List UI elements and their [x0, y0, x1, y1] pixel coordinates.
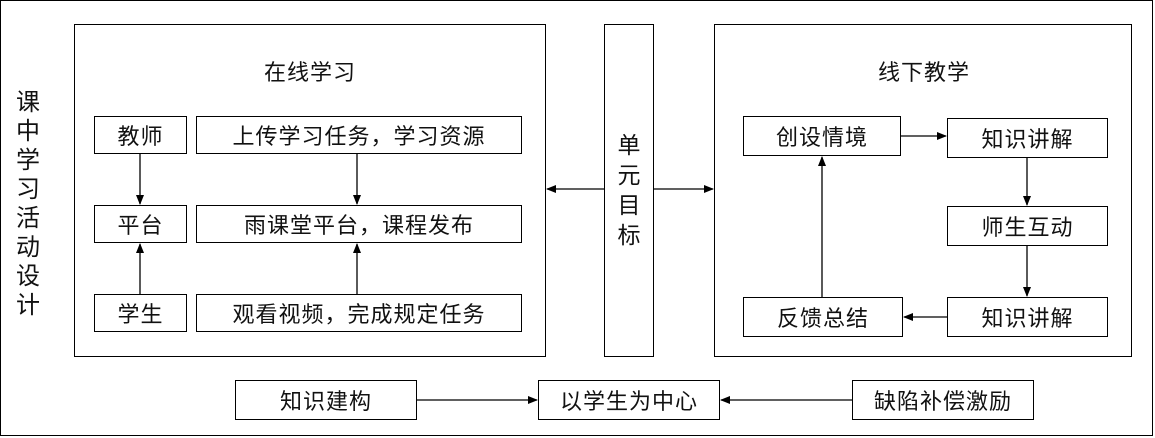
teacher-student-interaction-node: 师生互动 [947, 206, 1108, 246]
watch-video-node: 观看视频，完成规定任务 [196, 294, 522, 332]
knowledge-explain-node-2: 知识讲解 [947, 297, 1108, 337]
side-label: 课 中 学 习 活 动 设 计 [13, 88, 43, 320]
knowledge-explain-node-1: 知识讲解 [947, 118, 1108, 158]
student-centered-node: 以学生为中心 [538, 380, 720, 420]
side-label-char: 中 [16, 117, 40, 145]
feedback-summary-node: 反馈总结 [743, 297, 903, 337]
side-label-char: 习 [16, 175, 40, 203]
offline-teaching-title: 线下教学 [877, 61, 970, 86]
platform-node: 平台 [94, 205, 187, 243]
side-label-char: 活 [16, 204, 40, 232]
online-learning-title: 在线学习 [263, 61, 356, 86]
side-label-char: 课 [16, 88, 40, 116]
create-scene-node: 创设情境 [743, 116, 901, 156]
unit-goal-char: 元 [617, 162, 641, 189]
side-label-char: 计 [16, 291, 40, 319]
side-label-char: 动 [16, 233, 40, 261]
side-label-char: 设 [16, 262, 40, 290]
upload-task-node: 上传学习任务，学习资源 [196, 116, 522, 154]
rain-classroom-node: 雨课堂平台，课程发布 [196, 205, 522, 243]
unit-goal-char: 目 [617, 192, 641, 219]
student-node: 学生 [94, 294, 187, 332]
teacher-node: 教师 [94, 116, 187, 154]
unit-goal-char: 单 [617, 132, 641, 159]
knowledge-construction-node: 知识建构 [235, 380, 417, 420]
unit-goal-char: 标 [617, 222, 641, 249]
deficit-compensation-incentive-node: 缺陷补偿激励 [852, 380, 1034, 420]
unit-goal-box: 单 元 目 标 [604, 24, 654, 357]
side-label-char: 学 [16, 146, 40, 174]
